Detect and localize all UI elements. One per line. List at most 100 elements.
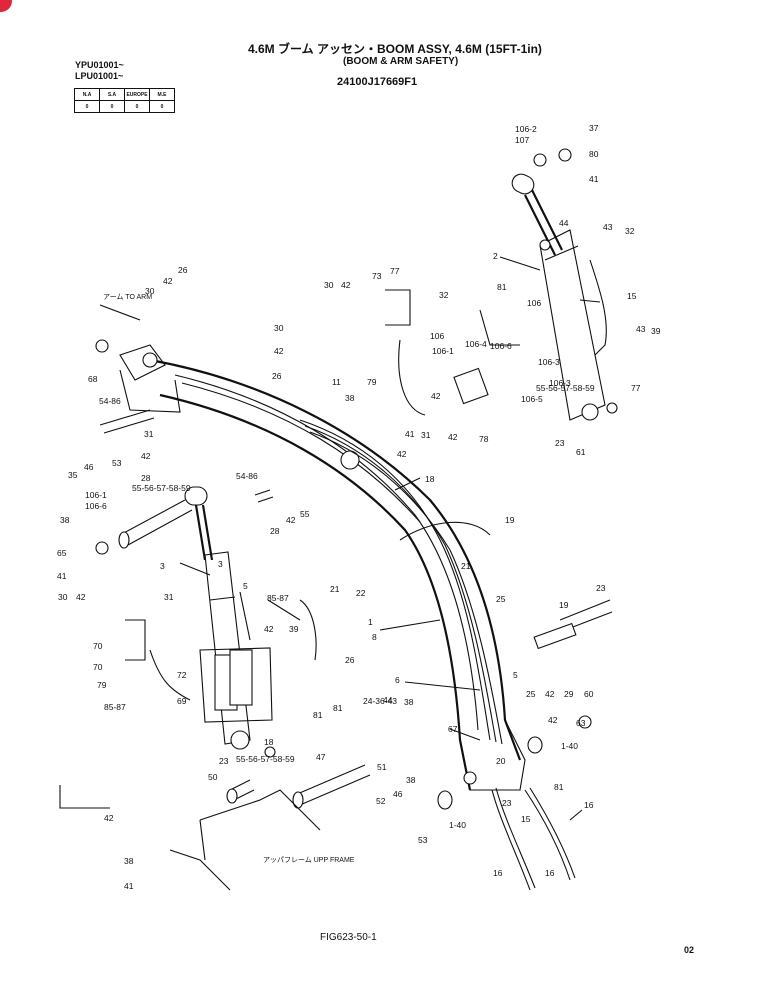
callout-label: 25 <box>526 689 536 699</box>
callout-label: 72 <box>177 670 187 680</box>
callout-label: 55 <box>300 509 310 519</box>
callout-label: 32 <box>625 226 635 236</box>
callout-label: 44 <box>383 695 393 705</box>
region-value: 0 <box>149 100 175 113</box>
callout-label: 60 <box>584 689 594 699</box>
callout-label: 5 <box>243 581 248 591</box>
leader-lines <box>59 256 601 821</box>
callout-label: 32 <box>439 290 449 300</box>
callout-label: 3 <box>160 561 165 571</box>
callout-label: 61 <box>576 447 586 457</box>
callout-label: 42 <box>141 451 151 461</box>
callout-label: 44 <box>559 218 569 228</box>
callout-label: 42 <box>431 391 441 401</box>
callout-label: 22 <box>356 588 366 598</box>
callout-label: 106-6 <box>85 501 107 511</box>
callout-label: 106 <box>430 331 444 341</box>
callout-label: 55-56-57-58-59 <box>236 754 295 764</box>
part-number: 24100J17669F1 <box>337 76 418 88</box>
callout-label: 41 <box>589 174 599 184</box>
to-arm-label: アーム TO ARM <box>103 293 152 301</box>
callout-label: 55-56-57-58-59 <box>536 383 595 393</box>
pins <box>95 148 618 810</box>
callout-label: 63 <box>576 718 586 728</box>
callout-label: 31 <box>421 430 431 440</box>
callout-label: 20 <box>496 756 506 766</box>
callout-label: 50 <box>208 772 218 782</box>
callout-label: 30 <box>274 323 284 333</box>
callout-label: 81 <box>497 282 507 292</box>
callout-label: 46 <box>393 789 403 799</box>
callout-label: 23 <box>555 438 565 448</box>
callout-label: 42 <box>264 624 274 634</box>
callout-label: 18 <box>264 737 274 747</box>
callout-label: 38 <box>406 775 416 785</box>
callout-label: 85-87 <box>267 593 289 603</box>
safety-valves <box>199 367 613 723</box>
arm-cylinder <box>511 173 607 421</box>
callout-label: 85-87 <box>104 702 126 712</box>
callout-label: 46 <box>84 462 94 472</box>
callout-label: 77 <box>631 383 641 393</box>
callout-label: 39 <box>289 624 299 634</box>
diagram-title: 4.6M ブーム アッセン・BOOM ASSY, 4.6M (15FT-1in) <box>248 42 542 56</box>
callout-label: 11 <box>332 377 341 387</box>
callout-label: 25 <box>496 594 506 604</box>
callout-label: 70 <box>93 641 103 651</box>
callout-label: 28 <box>141 473 151 483</box>
diagram-subtitle: (BOOM & ARM SAFETY) <box>343 56 459 67</box>
callout-label: 19 <box>559 600 569 610</box>
callout-label: 53 <box>112 458 122 468</box>
callout-label: 106-1 <box>432 346 454 356</box>
callout-label: 38 <box>60 515 70 525</box>
callout-label: 16 <box>545 868 555 878</box>
callout-label: 6 <box>395 675 400 685</box>
callout-label: 54-86 <box>236 471 258 481</box>
region-table: N.A S.A EUROPE M.E 0 0 0 0 <box>74 88 175 113</box>
callout-label: 1-40 <box>449 820 466 830</box>
callout-label: 2 <box>493 251 498 261</box>
callout-label: 29 <box>564 689 574 699</box>
callout-label: 73 <box>372 271 382 281</box>
callout-label: 30 <box>58 592 68 602</box>
figure-number: FIG623-50-1 <box>320 932 377 943</box>
callout-label: 42 <box>548 715 558 725</box>
callout-label: 54-86 <box>99 396 121 406</box>
callout-label: 106-5 <box>521 394 543 404</box>
callout-label: 55-56-57-58-59 <box>132 483 191 493</box>
serial-range-1: YPU01001~ <box>75 60 124 70</box>
upper-frame <box>169 789 321 891</box>
callout-label: 42 <box>163 276 173 286</box>
callout-label: 1-40 <box>561 741 578 751</box>
callout-label: 37 <box>589 123 599 133</box>
callout-label: 42 <box>76 592 86 602</box>
callout-label: 81 <box>554 782 564 792</box>
callout-label: 42 <box>104 813 114 823</box>
callout-label: 42 <box>341 280 351 290</box>
callout-label: 21 <box>461 561 471 571</box>
callout-label: 106-6 <box>490 341 512 351</box>
callout-label: 67 <box>448 724 458 734</box>
callout-label: 107 <box>515 135 529 145</box>
callout-label: 43 <box>636 324 646 334</box>
callout-label: 28 <box>270 526 280 536</box>
callout-label: 106-3 <box>549 378 571 388</box>
callout-label: 79 <box>97 680 107 690</box>
callout-label: 26 <box>345 655 355 665</box>
callout-label: 69 <box>177 696 187 706</box>
callout-label: 65 <box>57 548 67 558</box>
serial-range-2: LPU01001~ <box>75 71 124 81</box>
boom-body <box>119 344 526 791</box>
callout-label: 53 <box>418 835 428 845</box>
callout-labels: 106-2 107 37 80 41 44 43 32 2 15 81 106 … <box>57 123 661 891</box>
callout-label: 38 <box>124 856 134 866</box>
callout-label: 18 <box>425 474 435 484</box>
callout-label: 26 <box>272 371 282 381</box>
callout-label: 31 <box>164 592 174 602</box>
callout-label: 68 <box>88 374 98 384</box>
callout-label: 41 <box>405 429 415 439</box>
hoses-15-16 <box>491 787 576 891</box>
callout-label: 31 <box>144 429 154 439</box>
callout-label: 81 <box>313 710 323 720</box>
